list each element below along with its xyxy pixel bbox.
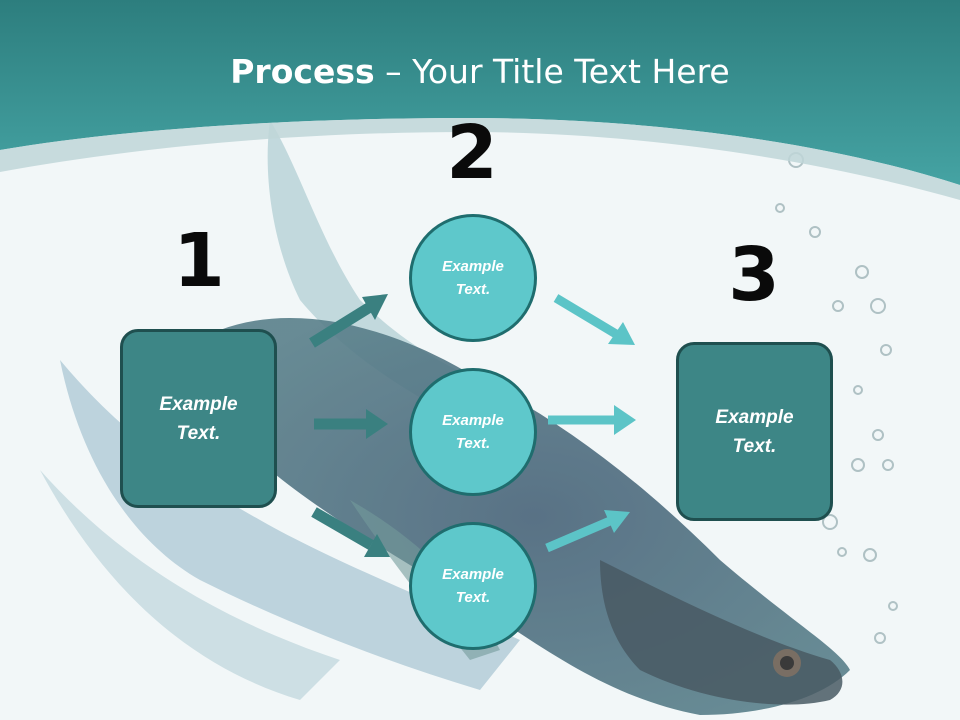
circle-mid-line-1: Example	[442, 412, 504, 429]
circle-bot-line-1: Example	[442, 566, 504, 583]
title-rest: Your Title Text Here	[412, 52, 730, 91]
arrow-left-to-top	[309, 294, 388, 348]
bubbles	[775, 152, 898, 644]
circle-mid-line-2: Text.	[455, 435, 491, 452]
circle-bottom: Example Text.	[409, 522, 537, 650]
step-number-2: 2	[446, 110, 498, 196]
step-number-3: 3	[728, 232, 780, 318]
title-bold-word: Process	[230, 52, 375, 91]
circle-top: Example Text.	[409, 214, 537, 342]
circle-top-line-1: Example	[442, 258, 504, 275]
arrow-mid-to-right	[548, 405, 636, 435]
right-process-box: Example Text.	[676, 342, 833, 521]
arrow-left-to-bot	[311, 507, 390, 557]
arrow-bot-to-right	[545, 510, 630, 553]
circle-bot-line-2: Text.	[455, 589, 491, 606]
left-process-box: Example Text.	[120, 329, 277, 508]
title-separator: –	[374, 52, 413, 91]
arrow-left-to-mid	[314, 409, 388, 439]
circle-middle: Example Text.	[409, 368, 537, 496]
right-box-line-2: Text.	[732, 435, 777, 457]
left-box-line-1: Example	[159, 393, 238, 415]
circle-top-line-2: Text.	[455, 281, 491, 298]
arrow-top-to-right	[553, 294, 635, 345]
right-box-line-1: Example	[715, 406, 794, 428]
slide-title: Process – Your Title Text Here	[0, 52, 960, 91]
left-box-line-2: Text.	[176, 422, 221, 444]
step-number-1: 1	[173, 218, 225, 304]
